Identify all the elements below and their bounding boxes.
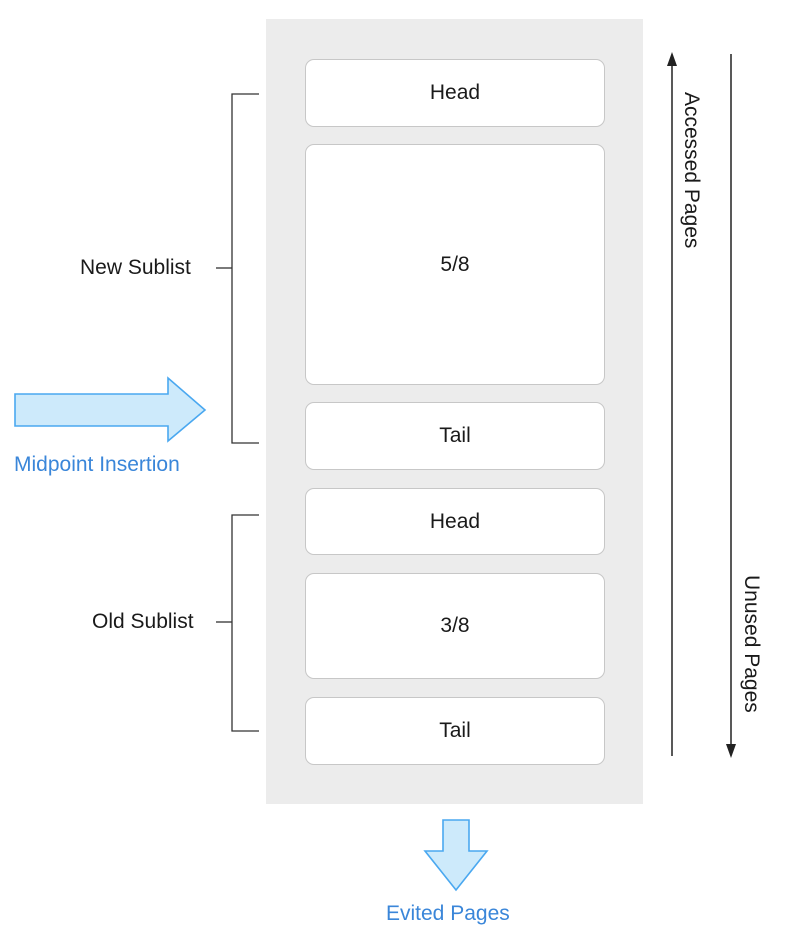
- new-sublist-head: Head: [305, 59, 605, 127]
- new-sublist-body: 5/8: [305, 144, 605, 385]
- accessed-pages-label: Accessed Pages: [680, 92, 703, 249]
- new-sublist-head-label: Head: [429, 81, 481, 104]
- old-sublist-fraction: 3/8: [440, 614, 470, 637]
- new-sublist-label: New Sublist: [80, 256, 191, 279]
- old-sublist-tail-label: Tail: [439, 719, 471, 742]
- old-sublist-head-label: Head: [429, 509, 481, 533]
- new-sublist-tail: Tail: [305, 402, 605, 470]
- old-sublist-tail: Tail: [305, 697, 605, 765]
- old-sublist-body: 3/8: [305, 573, 605, 679]
- new-sublist-bracket: [231, 93, 259, 444]
- unused-pages-label: Unused Pages: [740, 575, 763, 713]
- midpoint-insertion-label: Midpoint Insertion: [14, 453, 180, 476]
- old-sublist-bracket: [231, 514, 259, 732]
- new-sublist-tail-label: Tail: [439, 424, 471, 447]
- old-sublist-head: Head: [305, 488, 605, 555]
- unused-pages-arrowhead: [726, 744, 736, 758]
- midpoint-insertion-arrow: [14, 376, 207, 443]
- evicted-pages-label: Evited Pages: [386, 902, 510, 925]
- old-sublist-label: Old Sublist: [92, 610, 194, 633]
- accessed-pages-arrowhead: [667, 52, 677, 66]
- new-sublist-fraction: 5/8: [440, 252, 470, 276]
- evicted-pages-arrow: [423, 819, 489, 892]
